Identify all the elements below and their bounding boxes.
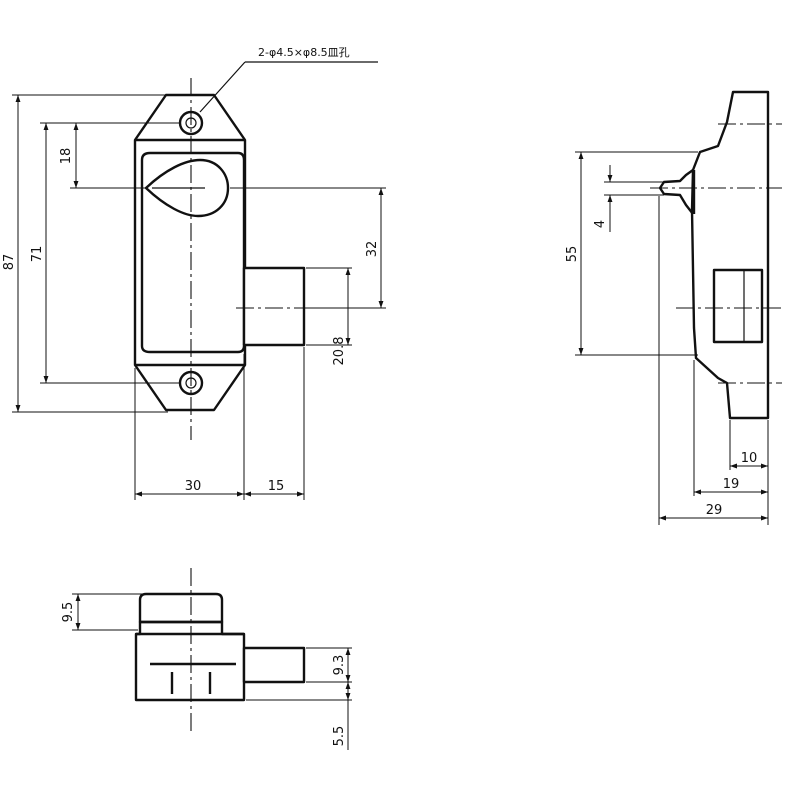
bottom-knob-cap (138, 592, 224, 624)
dim-87: 87 (2, 254, 17, 271)
bottom-hole-inner (185, 377, 197, 389)
dim-71: 71 (30, 246, 45, 263)
side-pocket (712, 268, 764, 344)
dim-29: 29 (706, 503, 723, 518)
dim-32: 32 (365, 241, 380, 258)
dim-55: 55 (565, 246, 580, 263)
dim-5-5: 5.5 (332, 726, 347, 747)
front-view: 2-φ4.5×φ8.5皿孔 87 71 18 32 20.8 30 15 (2, 46, 386, 500)
side-view: 55 4 10 19 29 (565, 90, 782, 525)
top-hole-inner (185, 117, 197, 129)
dim-9-5: 9.5 (61, 602, 76, 623)
dim-18: 18 (59, 148, 74, 165)
side-pin (658, 169, 694, 215)
bottom-view: 9.5 9.3 5.5 (61, 568, 352, 750)
hole-spec-note: 2-φ4.5×φ8.5皿孔 (258, 46, 350, 59)
dim-4: 4 (593, 220, 608, 228)
latch-bolt (242, 266, 306, 347)
dim-15: 15 (268, 479, 285, 494)
dim-30: 30 (185, 479, 202, 494)
dim-20-8: 20.8 (332, 337, 347, 366)
side-profile (690, 90, 770, 420)
dim-19: 19 (723, 477, 740, 492)
knob-teardrop (144, 158, 230, 218)
dim-10: 10 (741, 451, 758, 466)
note-leader (199, 61, 246, 113)
dim-9-3: 9.3 (332, 655, 347, 676)
latch-body (140, 151, 246, 354)
bottom-bolt (242, 646, 306, 684)
mounting-plate-outline (133, 93, 247, 412)
